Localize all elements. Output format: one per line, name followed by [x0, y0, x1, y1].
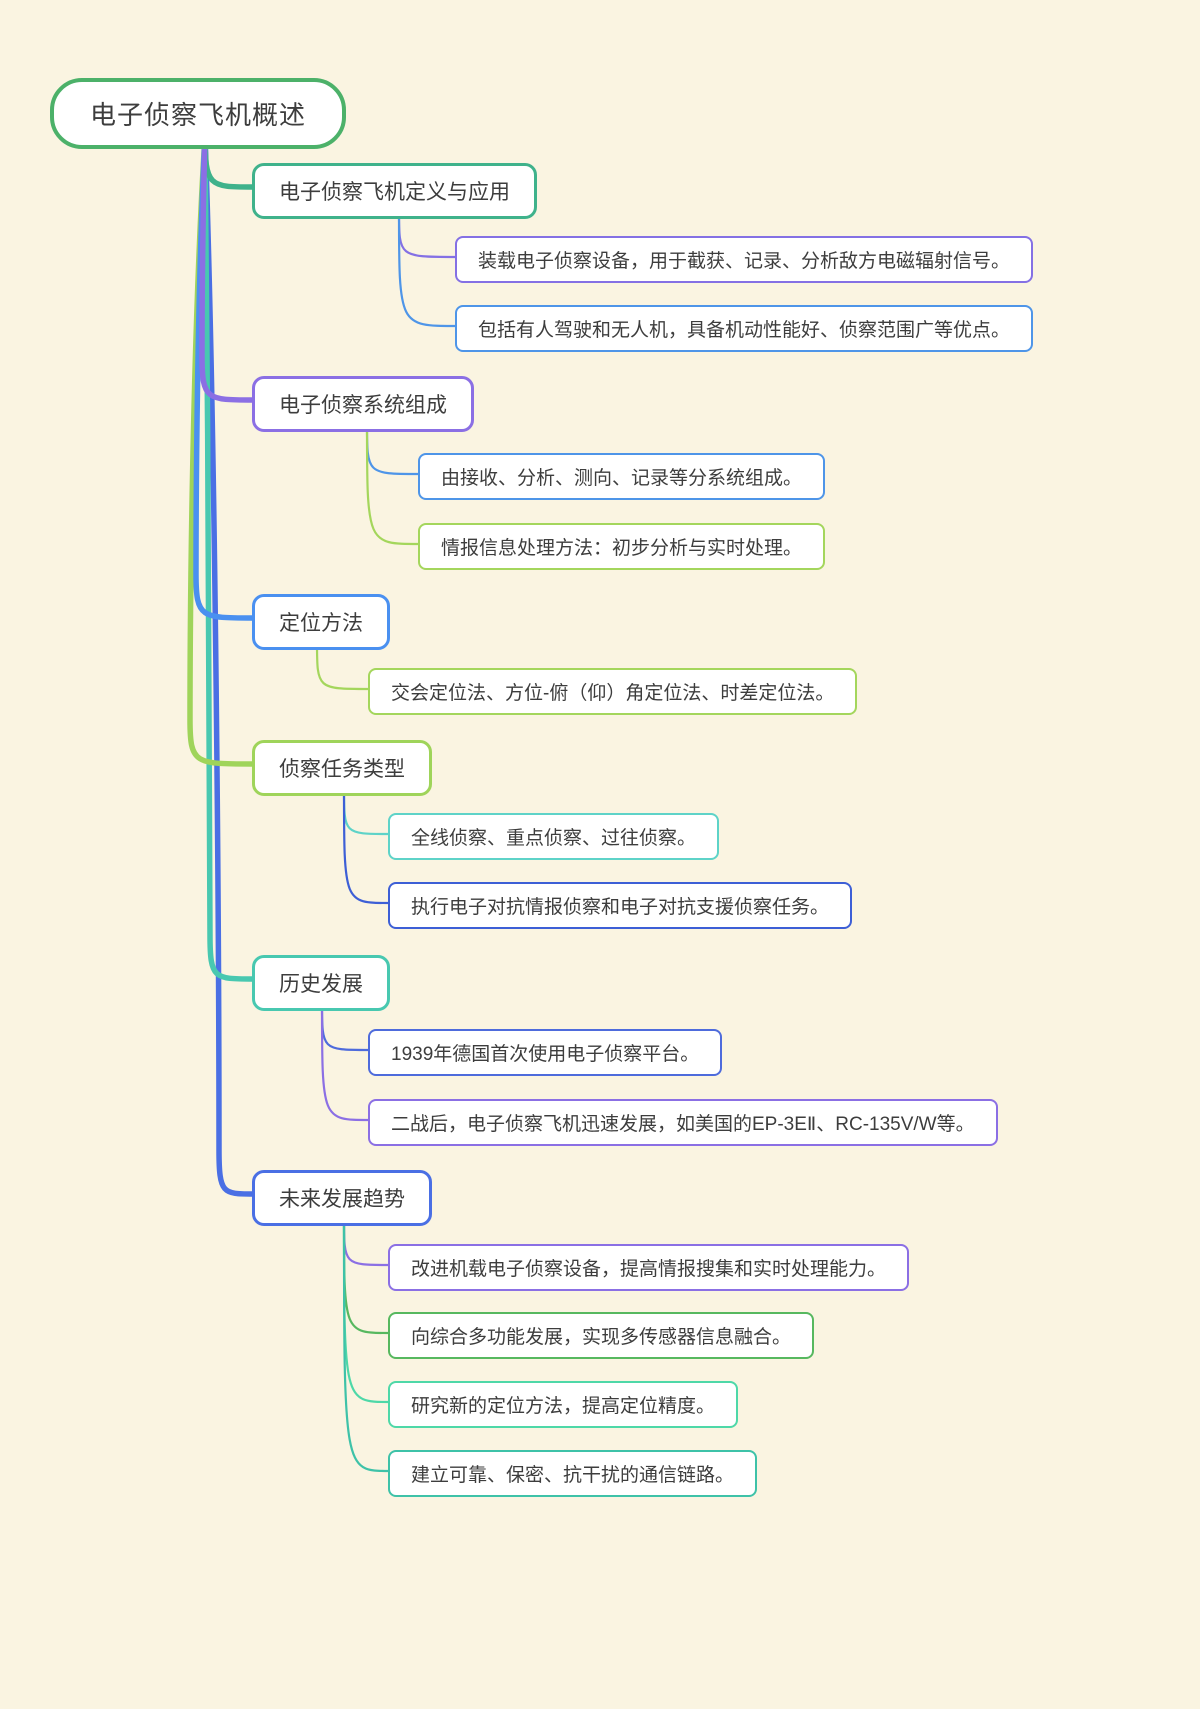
trunk-connector-future-trends	[202, 132, 256, 1197]
child-connector-6-4	[342, 1216, 391, 1473]
child-connector-2-2	[365, 422, 421, 546]
child-node-2-2[interactable]: 情报信息处理方法：初步分析与实时处理。	[418, 523, 826, 570]
child-node-6-1[interactable]: 改进机载电子侦察设备，提高情报搜集和实时处理能力。	[388, 1244, 910, 1291]
root-node[interactable]: 电子侦察飞机概述	[50, 78, 347, 149]
child-connector-6-2	[342, 1216, 391, 1335]
branch-node-system-composition[interactable]: 电子侦察系统组成	[252, 376, 474, 432]
branch-node-definition-application[interactable]: 电子侦察飞机定义与应用	[252, 163, 537, 219]
child-connector-5-2	[320, 1001, 371, 1122]
child-connector-3-1	[315, 640, 371, 691]
child-node-5-2[interactable]: 二战后，电子侦察飞机迅速发展，如美国的EP-3EⅡ、RC-135V/W等。	[368, 1099, 998, 1146]
child-node-3-1[interactable]: 交会定位法、方位-俯（仰）角定位法、时差定位法。	[368, 668, 858, 715]
branch-node-mission-types[interactable]: 侦察任务类型	[252, 740, 432, 796]
trunk-connector-system	[199, 131, 256, 403]
child-node-2-1[interactable]: 由接收、分析、测向、记录等分系统组成。	[418, 453, 826, 500]
child-connector-1-2	[397, 209, 458, 328]
child-node-1-1[interactable]: 装载电子侦察设备，用于截获、记录、分析敌方电磁辐射信号。	[455, 236, 1034, 283]
child-node-4-1[interactable]: 全线侦察、重点侦察、过往侦察。	[388, 813, 720, 860]
branch-node-positioning-methods[interactable]: 定位方法	[252, 594, 390, 650]
child-node-6-4[interactable]: 建立可靠、保密、抗干扰的通信链路。	[388, 1450, 758, 1497]
child-node-6-3[interactable]: 研究新的定位方法，提高定位精度。	[388, 1381, 739, 1428]
child-connector-4-2	[342, 786, 391, 905]
child-node-1-2[interactable]: 包括有人驾驶和无人机，具备机动性能好、侦察范围广等优点。	[455, 305, 1034, 352]
branch-node-history[interactable]: 历史发展	[252, 955, 390, 1011]
child-node-4-2[interactable]: 执行电子对抗情报侦察和电子对抗支援侦察任务。	[388, 882, 853, 929]
trunk-connector-history	[202, 132, 256, 982]
child-node-5-1[interactable]: 1939年德国首次使用电子侦察平台。	[368, 1029, 723, 1076]
child-connector-6-3	[342, 1216, 391, 1404]
child-node-6-2[interactable]: 向综合多功能发展，实现多传感器信息融合。	[388, 1312, 815, 1359]
branch-node-future-trends[interactable]: 未来发展趋势	[252, 1170, 432, 1226]
